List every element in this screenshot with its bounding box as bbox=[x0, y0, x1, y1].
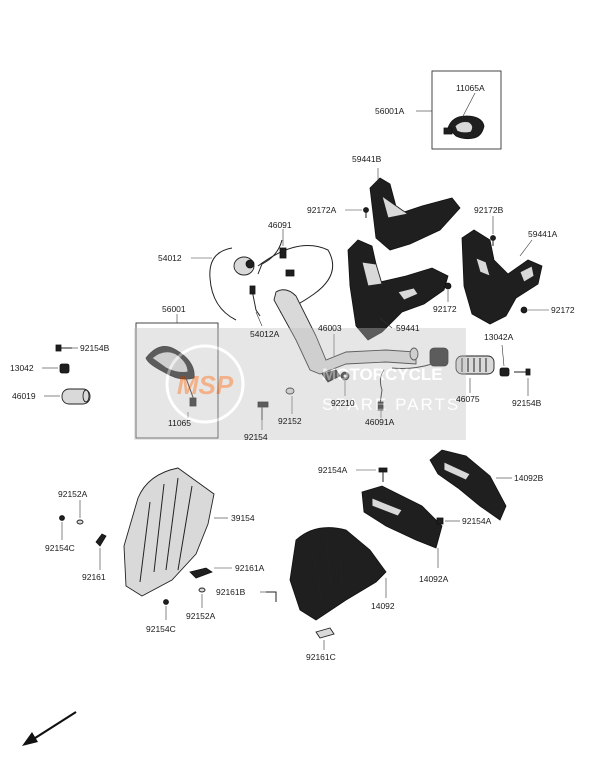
part-59441[interactable] bbox=[347, 239, 449, 341]
label-14092[interactable]: 14092 bbox=[371, 601, 395, 611]
label-92172B[interactable]: 92172B bbox=[474, 205, 504, 215]
part-14092A[interactable] bbox=[361, 485, 443, 549]
part-92152A-left[interactable] bbox=[76, 519, 84, 525]
watermark: MSP MOTORCYCLE SPARE PARTS bbox=[134, 328, 466, 440]
part-14092B[interactable] bbox=[429, 449, 507, 521]
part-92172B[interactable] bbox=[490, 235, 496, 247]
label-13042A[interactable]: 13042A bbox=[484, 332, 514, 342]
part-46019[interactable] bbox=[61, 388, 91, 405]
watermark-logo: MSP bbox=[177, 370, 234, 400]
part-92152[interactable] bbox=[285, 387, 295, 395]
label-54012A[interactable]: 54012A bbox=[250, 329, 280, 339]
label-92154B-left[interactable]: 92154B bbox=[80, 343, 110, 353]
label-92161[interactable]: 92161 bbox=[82, 572, 106, 582]
part-92154B-right[interactable] bbox=[514, 368, 531, 376]
label-14092B[interactable]: 14092B bbox=[514, 473, 544, 483]
label-92154[interactable]: 92154 bbox=[244, 432, 268, 442]
label-54012[interactable]: 54012 bbox=[158, 253, 182, 263]
label-46075[interactable]: 46075 bbox=[456, 394, 480, 404]
label-59441B[interactable]: 59441B bbox=[352, 154, 382, 164]
label-46091[interactable]: 46091 bbox=[268, 220, 292, 230]
part-39154[interactable] bbox=[123, 467, 215, 597]
part-59441B[interactable] bbox=[369, 177, 461, 251]
part-46003[interactable] bbox=[273, 289, 419, 383]
part-92172A[interactable] bbox=[363, 207, 369, 219]
part-14092[interactable] bbox=[289, 527, 387, 621]
label-59441A[interactable]: 59441A bbox=[528, 229, 558, 239]
label-92172-center[interactable]: 92172 bbox=[433, 304, 457, 314]
watermark-line1: MOTORCYCLE bbox=[322, 365, 443, 384]
label-11065[interactable]: 11065 bbox=[168, 418, 191, 428]
label-92210[interactable]: 92210 bbox=[331, 398, 355, 408]
label-92152A-bottom[interactable]: 92152A bbox=[186, 611, 216, 621]
part-92154A-right[interactable] bbox=[436, 517, 444, 525]
label-56001[interactable]: 56001 bbox=[162, 304, 186, 314]
part-92161B[interactable] bbox=[266, 591, 277, 602]
label-46019[interactable]: 46019 bbox=[12, 391, 36, 401]
part-92161C[interactable] bbox=[315, 627, 335, 639]
part-92210[interactable] bbox=[340, 371, 350, 381]
part-92154A-top[interactable] bbox=[378, 467, 388, 482]
label-39154[interactable]: 39154 bbox=[231, 513, 255, 523]
part-92161A[interactable] bbox=[189, 567, 213, 579]
part-92154B-left[interactable] bbox=[55, 344, 72, 352]
label-11065A[interactable]: 11065A bbox=[456, 83, 485, 93]
callout-box-56001A bbox=[431, 70, 502, 150]
label-59441[interactable]: 59441 bbox=[396, 323, 420, 333]
part-59441A[interactable] bbox=[461, 229, 543, 325]
label-92154C-bottom[interactable]: 92154C bbox=[146, 624, 176, 634]
part-54012[interactable] bbox=[209, 245, 334, 321]
label-92152A-left[interactable]: 92152A bbox=[58, 489, 88, 499]
label-92152[interactable]: 92152 bbox=[278, 416, 302, 426]
label-46003[interactable]: 46003 bbox=[318, 323, 342, 333]
part-11065A[interactable] bbox=[443, 115, 485, 140]
part-92154C-bottom[interactable] bbox=[163, 599, 169, 605]
part-92172-right[interactable] bbox=[520, 306, 528, 314]
label-92172A[interactable]: 92172A bbox=[307, 205, 337, 215]
part-92161[interactable] bbox=[95, 533, 107, 547]
label-92161B[interactable]: 92161B bbox=[216, 587, 246, 597]
label-92161A[interactable]: 92161A bbox=[235, 563, 265, 573]
label-92154A-right[interactable]: 92154A bbox=[462, 516, 492, 526]
part-right-switch[interactable] bbox=[391, 347, 449, 369]
label-14092A[interactable]: 14092A bbox=[419, 574, 449, 584]
label-56001A[interactable]: 56001A bbox=[375, 106, 405, 116]
part-92154C-left[interactable] bbox=[59, 515, 65, 521]
part-92152A-bottom[interactable] bbox=[198, 587, 206, 593]
arrow-down-left-icon bbox=[22, 711, 77, 746]
part-13042A[interactable] bbox=[499, 367, 510, 377]
label-92172-right[interactable]: 92172 bbox=[551, 305, 575, 315]
part-92154[interactable] bbox=[257, 401, 269, 420]
part-13042[interactable] bbox=[59, 363, 70, 374]
part-46075[interactable] bbox=[455, 355, 495, 375]
label-92154A-top[interactable]: 92154A bbox=[318, 465, 348, 475]
part-46091[interactable] bbox=[257, 239, 295, 277]
label-92154B-right[interactable]: 92154B bbox=[512, 398, 542, 408]
label-46091A[interactable]: 46091A bbox=[365, 417, 395, 427]
label-92161C[interactable]: 92161C bbox=[306, 652, 336, 662]
label-92154C-left[interactable]: 92154C bbox=[45, 543, 75, 553]
watermark-line2: SPARE PARTS bbox=[322, 395, 460, 414]
part-54012A[interactable] bbox=[249, 285, 261, 317]
part-46091A[interactable] bbox=[377, 369, 385, 411]
label-13042[interactable]: 13042 bbox=[10, 363, 34, 373]
